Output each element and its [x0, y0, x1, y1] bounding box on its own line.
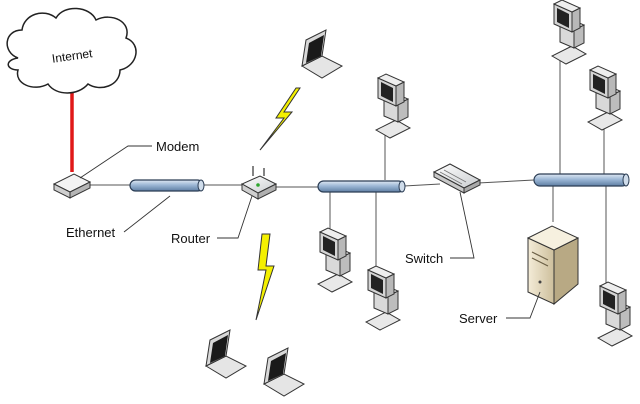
- ethernet-cable-1: [129, 179, 205, 192]
- laptop-icon: [205, 329, 247, 379]
- modem-icon: [52, 173, 92, 199]
- ethernet-label: Ethernet: [66, 225, 116, 240]
- server-icon: [526, 225, 580, 306]
- links: [90, 60, 607, 290]
- switch-icon: [432, 163, 482, 194]
- switch-label: Switch: [405, 251, 443, 266]
- laptop-icon: [301, 29, 343, 79]
- modem-label: Modem: [156, 139, 199, 154]
- desktop-icon: [375, 73, 411, 139]
- ethernet-cable-3: [533, 173, 630, 187]
- callout-lines: [79, 145, 541, 319]
- internet-label: Internet: [51, 46, 94, 66]
- laptop-icon: [263, 347, 305, 397]
- wireless-bolt-icon: [259, 87, 301, 151]
- cloud-icon: [6, 7, 137, 94]
- desktop-icon: [317, 227, 353, 293]
- desktop-icon: [551, 0, 587, 65]
- router-label: Router: [171, 231, 211, 246]
- desktop-icon: [597, 281, 633, 347]
- server-label: Server: [459, 311, 498, 326]
- desktop-icon: [587, 65, 623, 131]
- ethernet-cable-2: [317, 180, 406, 193]
- wireless-bolt-icon: [255, 233, 275, 321]
- desktop-icon: [365, 265, 401, 331]
- router-icon: [240, 166, 278, 200]
